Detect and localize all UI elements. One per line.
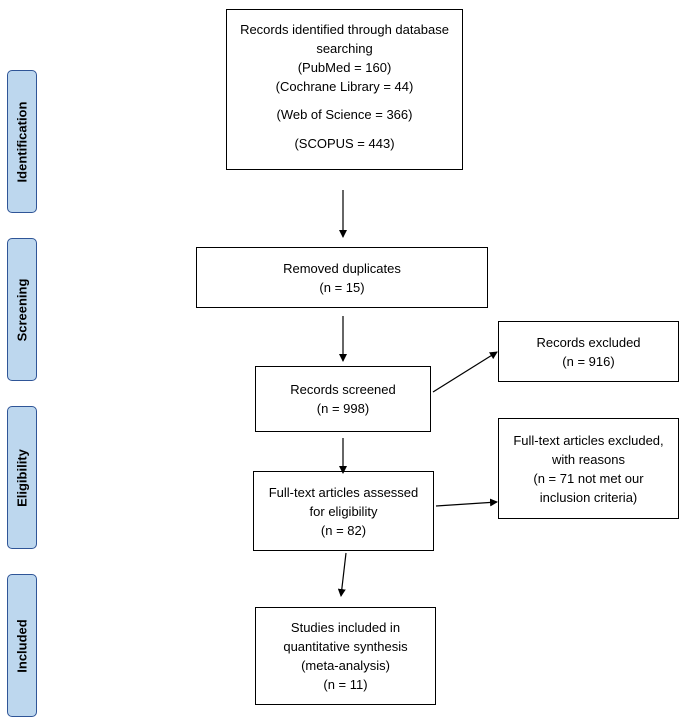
included-count: (n = 11) xyxy=(323,677,368,692)
identified-pubmed: (PubMed = 160) xyxy=(297,60,392,75)
records-screened-box: Records screened (n = 998) xyxy=(255,366,431,432)
screened-count: (n = 998) xyxy=(316,401,370,416)
included-line-3: (meta-analysis) xyxy=(301,658,390,673)
identified-scopus: (SCOPUS = 443) xyxy=(294,136,395,151)
arrow-screened-to-excluded xyxy=(432,351,498,393)
fulltext-excluded-box: Full-text articles excluded, with reason… xyxy=(498,418,679,519)
duplicates-label: Removed duplicates xyxy=(283,260,401,276)
arrow-fulltext-to-excluded xyxy=(435,498,498,507)
fulltext-excluded-line-1: Full-text articles excluded, xyxy=(513,432,664,448)
identified-line-2: searching xyxy=(316,41,373,56)
identified-line-1: Records identified through database xyxy=(240,22,449,37)
included-line-1: Studies included in xyxy=(290,620,401,635)
fulltext-assessed-box: Full-text articles assessed for eligibil… xyxy=(253,471,434,551)
included-line-2: quantitative synthesis xyxy=(283,639,408,654)
screened-label: Records screened xyxy=(290,382,396,397)
fulltext-line-2: for eligibility xyxy=(309,503,378,519)
duplicates-count: (n = 15) xyxy=(319,279,365,295)
studies-included-box: Studies included in quantitative synthes… xyxy=(255,607,436,705)
fulltext-excluded-line-2: with reasons xyxy=(552,451,625,467)
fulltext-line-1: Full-text articles assessed xyxy=(268,484,419,500)
phase-included: Included xyxy=(7,574,37,717)
records-identified-box: Records identified through database sear… xyxy=(226,9,463,170)
fulltext-excluded-line-3: (n = 71 not met our xyxy=(533,470,644,486)
removed-duplicates-box: Removed duplicates (n = 15) xyxy=(196,247,488,308)
identified-cochrane: (Cochrane Library = 44) xyxy=(275,79,414,94)
excluded-count: (n = 916) xyxy=(562,353,615,369)
excluded-label: Records excluded xyxy=(536,334,641,350)
phase-eligibility: Eligibility xyxy=(7,406,37,549)
phase-screening: Screening xyxy=(7,238,37,381)
fulltext-excluded-line-4: inclusion criteria) xyxy=(539,489,638,505)
arrow-fulltext-to-included xyxy=(337,552,347,597)
fulltext-count: (n = 82) xyxy=(320,522,367,538)
phase-identification: Identification xyxy=(7,70,37,213)
records-excluded-box: Records excluded (n = 916) xyxy=(498,321,679,382)
identified-wos: (Web of Science = 366) xyxy=(276,107,413,122)
